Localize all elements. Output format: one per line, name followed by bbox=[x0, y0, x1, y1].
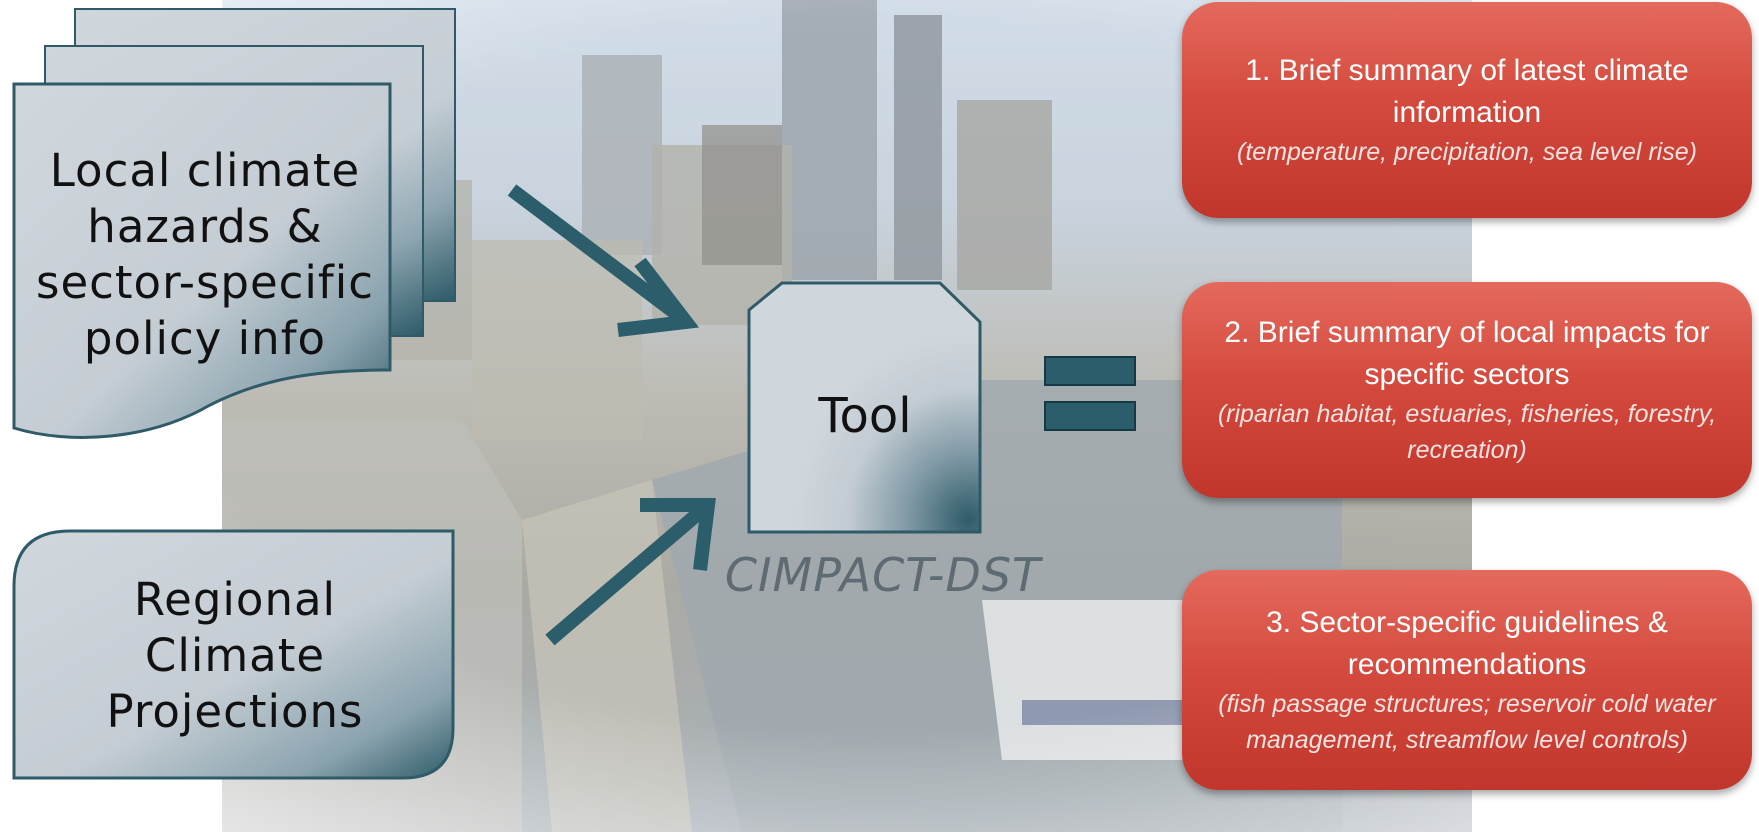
hazards-doc-line-3: sector-specific bbox=[36, 256, 374, 309]
projections-doc bbox=[12, 529, 455, 780]
output-2-title: 2. Brief summary of local impacts for sp… bbox=[1224, 316, 1710, 391]
equals-bar-bottom bbox=[1044, 401, 1136, 431]
output-3-detail: (fish passage structures; reservoir cold… bbox=[1218, 690, 1716, 754]
output-1-title: 1. Brief summary of latest climate infor… bbox=[1245, 54, 1689, 129]
projections-doc-line-1: Regional bbox=[133, 573, 337, 626]
hazards-doc-line-2: hazards & bbox=[87, 200, 323, 253]
hazards-to-tool-arrow bbox=[507, 184, 683, 321]
output-box-guidelines: 3. Sector-specific guidelines & recommen… bbox=[1182, 570, 1752, 790]
equals-bar-top bbox=[1044, 356, 1136, 386]
tool-name: CIMPACT-DST bbox=[724, 548, 1042, 602]
output-2-detail: (riparian habitat, estuaries, fisheries,… bbox=[1217, 400, 1717, 464]
output-1-detail: (temperature, precipitation, sea level r… bbox=[1237, 138, 1697, 166]
hazards-doc-line-4: policy info bbox=[83, 312, 327, 365]
hazards-doc-line-1: Local climate bbox=[49, 144, 361, 197]
hazards-doc-label: Local climate hazards & sector-specific … bbox=[20, 143, 390, 367]
projections-arrow-head bbox=[640, 498, 716, 571]
projections-doc-label: Regional Climate Projections bbox=[40, 572, 430, 740]
projections-to-tool-arrow bbox=[545, 506, 705, 646]
hazards-arrow-head bbox=[617, 257, 700, 337]
output-3-title: 3. Sector-specific guidelines & recommen… bbox=[1266, 606, 1668, 681]
projections-doc-line-3: Projections bbox=[106, 685, 364, 738]
output-box-climate-summary: 1. Brief summary of latest climate infor… bbox=[1182, 2, 1752, 218]
hazards-doc-front-page bbox=[12, 82, 392, 439]
tool-box bbox=[747, 281, 982, 534]
output-box-local-impacts: 2. Brief summary of local impacts for sp… bbox=[1182, 282, 1752, 498]
tool-label: Tool bbox=[818, 388, 912, 444]
projections-doc-line-2: Climate bbox=[144, 629, 326, 682]
